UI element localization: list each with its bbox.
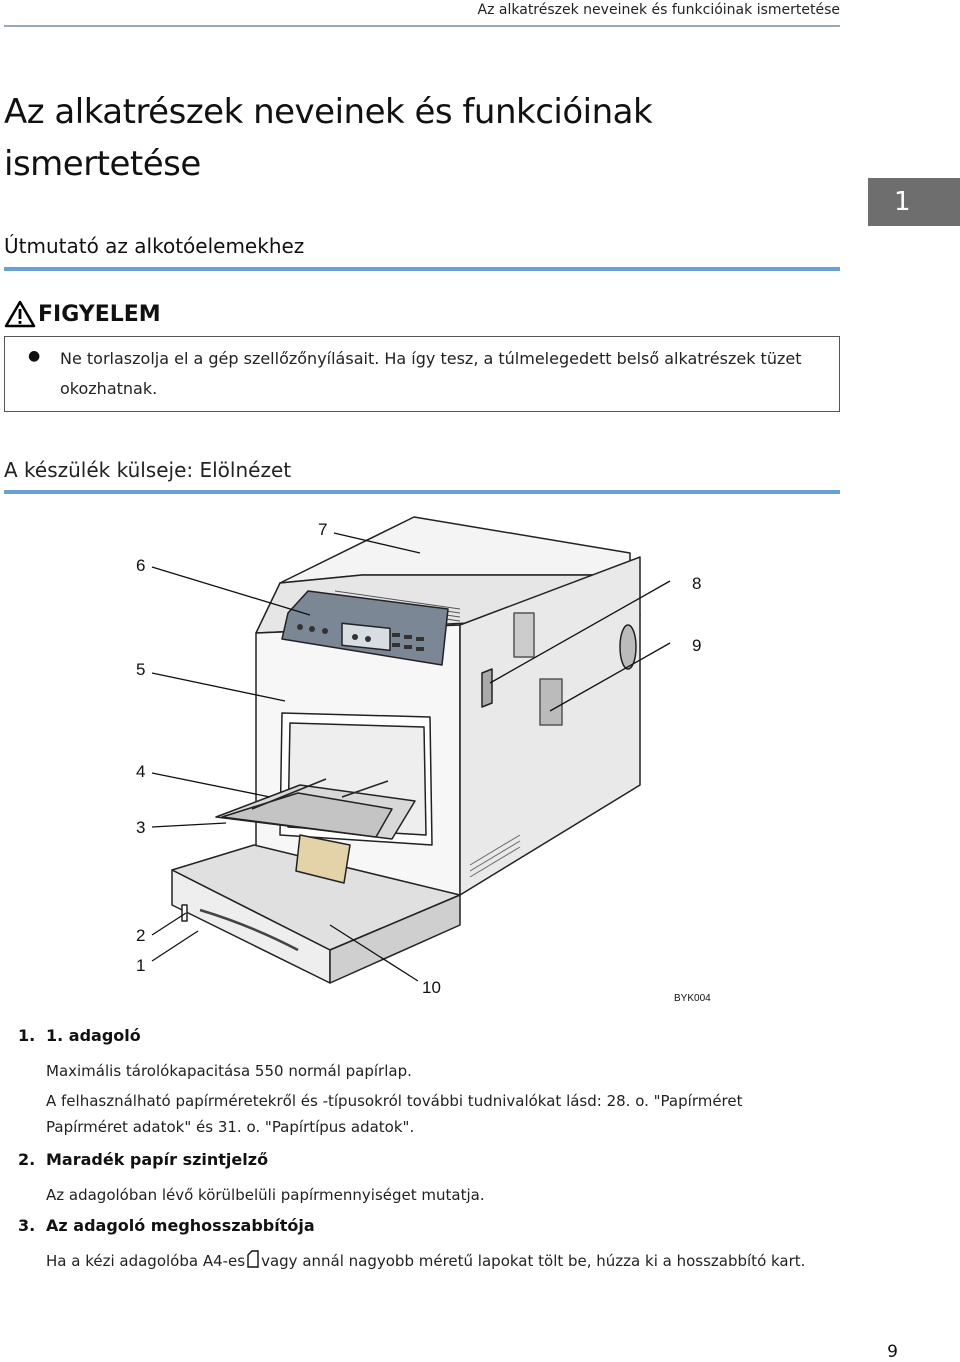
section-heading-front-view: A készülék külseje: Elölnézet — [4, 458, 292, 482]
item-description: Maximális tárolókapacitása 550 normál pa… — [46, 1062, 412, 1080]
page-title: Az alkatrészek neveinek és funkcióinak i… — [4, 92, 653, 184]
item-text-part: vagy annál nagyobb méretű lapokat tölt b… — [261, 1252, 806, 1270]
callout-3: 3 — [136, 818, 145, 837]
item-title: 1. adagoló — [46, 1026, 141, 1045]
section-rule — [4, 490, 840, 494]
warning-icon — [4, 300, 36, 328]
callout-9: 9 — [692, 636, 701, 655]
section-heading-guide: Útmutató az alkotóelemekhez — [4, 234, 305, 258]
callout-7: 7 — [318, 520, 327, 539]
item-number: 2. — [18, 1150, 36, 1169]
section-rule — [4, 267, 840, 271]
item-text-part: Ha a kézi adagolóba A4-es — [46, 1252, 246, 1270]
item-description: Az adagolóban lévő körülbelüli papírmenn… — [46, 1186, 485, 1204]
caution-heading: FIGYELEM — [4, 300, 161, 328]
callout-2: 2 — [136, 926, 145, 945]
callout-8: 8 — [692, 574, 701, 593]
page-number: 9 — [887, 1342, 898, 1362]
item-number: 1. — [18, 1026, 36, 1045]
callout-6: 6 — [136, 556, 145, 575]
item-number: 3. — [18, 1216, 36, 1235]
callout-5: 5 — [136, 660, 145, 679]
bullet-icon: ● — [28, 348, 41, 364]
callout-4: 4 — [136, 762, 145, 781]
item-description: A felhasználható papírméretekről és -típ… — [46, 1092, 743, 1136]
item-title: Maradék papír szintjelző — [46, 1150, 269, 1169]
item-description: Ha a kézi adagolóba A4-es vagy annál nagy… — [46, 1248, 826, 1274]
printer-front-illustration: 1 2 3 4 5 6 7 8 9 10 BYK004 — [136, 516, 711, 1004]
caution-text: Ne torlaszolja el a gép szellőzőnyílásai… — [60, 349, 802, 398]
running-head: Az alkatrészek neveinek és funkcióinak i… — [477, 2, 840, 18]
caution-label: FIGYELEM — [38, 301, 161, 327]
item-title: Az adagoló meghosszabbítója — [46, 1216, 315, 1235]
paper-orientation-icon — [247, 1250, 259, 1268]
callout-1: 1 — [136, 956, 145, 975]
figure-code: BYK004 — [674, 993, 711, 1004]
chapter-tab: 1 — [868, 178, 960, 226]
callout-10: 10 — [422, 978, 441, 997]
header-rule — [4, 25, 840, 27]
caution-box — [4, 336, 840, 412]
